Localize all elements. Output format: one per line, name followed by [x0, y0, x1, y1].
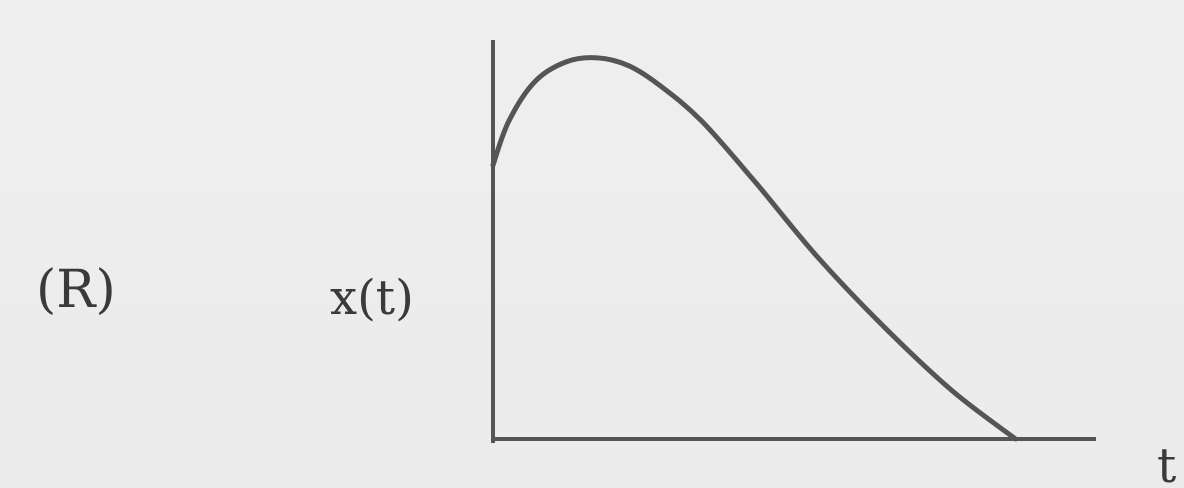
x-axis-label: t [1157, 438, 1176, 488]
panel-label: (R) [36, 260, 116, 320]
y-axis-label: x(t) [330, 270, 414, 326]
curve-x-of-t [490, 55, 1019, 442]
